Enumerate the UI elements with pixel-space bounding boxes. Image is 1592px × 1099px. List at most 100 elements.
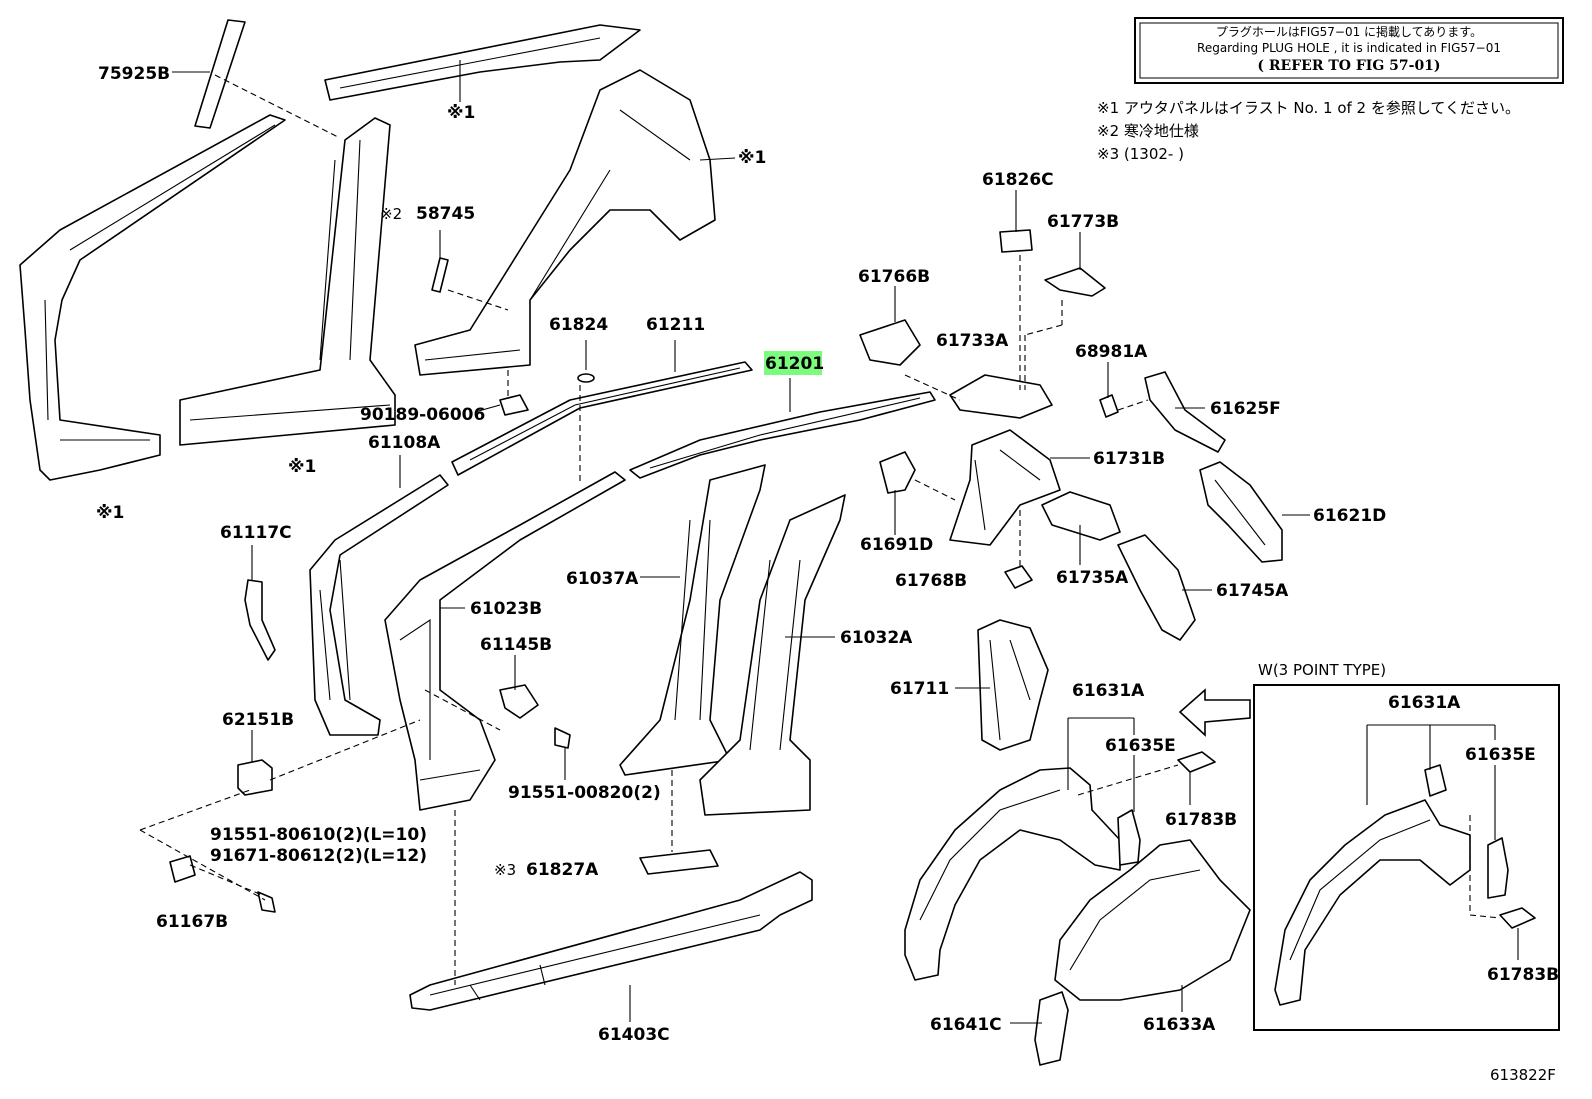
part-68981A-drawing[interactable] [1099,394,1119,418]
label-61733A[interactable]: 61733A [936,331,1009,351]
label-62151B[interactable]: 62151B [222,710,294,730]
part-61711-drawing[interactable] [977,619,1049,751]
label-58745-mark: ※2 [380,205,402,223]
part-61023B-drawing[interactable] [384,471,626,811]
label-61827A[interactable]: 61827A [526,860,599,880]
label-61635E[interactable]: 61635E [1105,736,1176,756]
part-61167B-drawing[interactable] [169,855,196,883]
label-61211[interactable]: 61211 [646,315,705,335]
label-61621D[interactable]: 61621D [1313,506,1386,526]
inset-61635E-drawing[interactable] [1487,837,1509,899]
bolt-91551-80610-drawing[interactable] [257,891,276,913]
inset-label-61783B[interactable]: 61783B [1487,965,1559,985]
part-61827A-drawing[interactable] [639,849,719,875]
part-58745-drawing[interactable] [431,257,449,293]
part-61201-drawing[interactable] [629,391,936,479]
label-61201[interactable]: 61201 [765,354,824,374]
part-labels: 75925B ※1 ※1 ※2 58745 61824 61211 61201 … [96,64,1559,1084]
part-61783B-drawing[interactable] [1177,751,1216,773]
part-75925B-drawing[interactable] [194,19,246,129]
part-61773B-drawing[interactable] [1044,267,1106,297]
part-61766B-drawing[interactable] [859,319,921,366]
label-61766B[interactable]: 61766B [858,267,930,287]
leader-lines [251,60,1519,1024]
notice-box: プラグホールはFIG57−01 に掲載してあります。 Regarding PLU… [1134,17,1564,84]
part-61037A-drawing[interactable] [619,464,766,776]
bolt-91551-00820-drawing[interactable] [554,727,571,749]
part-61032A-drawing[interactable] [699,494,846,816]
part-61735A-drawing[interactable] [1041,491,1121,541]
label-61691D[interactable]: 61691D [860,535,933,555]
part-61691D-drawing[interactable] [879,451,916,494]
label-91551-00820[interactable]: 91551-00820(2) [508,783,661,803]
label-61625F[interactable]: 61625F [1210,399,1281,419]
part-61145B-drawing[interactable] [499,684,539,719]
label-61773B[interactable]: 61773B [1047,212,1119,232]
label-61037A[interactable]: 61037A [566,569,639,589]
label-61403C[interactable]: 61403C [598,1025,670,1045]
label-90189-06006[interactable]: 90189-06006 [360,405,485,425]
inset-61783B-drawing[interactable] [1499,907,1536,929]
label-61641C[interactable]: 61641C [930,1015,1002,1035]
label-ref1-pillar: ※1 [288,457,316,477]
part-61635E-drawing[interactable] [1117,809,1141,866]
label-61783B[interactable]: 61783B [1165,810,1237,830]
part-61625F-drawing[interactable] [1144,371,1226,453]
label-68981A[interactable]: 68981A [1075,342,1148,362]
note-2: ※2 寒冷地仕様 [1097,122,1199,140]
note-1: ※1 アウタパネルはイラスト No. 1 of 2 を参照してください。 [1097,99,1520,117]
label-61032A[interactable]: 61032A [840,628,913,648]
label-61167B[interactable]: 61167B [156,912,228,932]
label-61117C[interactable]: 61117C [220,523,292,543]
notice-line-2: Regarding PLUG HOLE , it is indicated in… [1197,41,1501,55]
part-61633A-drawing[interactable] [1054,839,1251,1001]
label-61768B[interactable]: 61768B [895,571,967,591]
label-91551-80610[interactable]: 91551-80610(2)(L=10) [210,825,427,845]
label-91671-80612[interactable]: 91671-80612(2)(L=12) [210,846,427,866]
label-61735A[interactable]: 61735A [1056,568,1129,588]
part-61826C-drawing[interactable] [999,229,1033,253]
label-75925B[interactable]: 75925B [98,64,170,84]
inset-label-61631A[interactable]: 61631A [1388,693,1461,713]
label-61145B[interactable]: 61145B [480,635,552,655]
assembly-lines [139,74,1501,985]
inset-title: W(3 POINT TYPE) [1258,661,1386,679]
label-61745A[interactable]: 61745A [1216,581,1289,601]
part-61631A-drawing[interactable] [904,767,1121,981]
label-61633A[interactable]: 61633A [1143,1015,1216,1035]
part-62151B-drawing[interactable] [237,759,273,796]
label-61827A-mark: ※3 [494,861,516,879]
label-61711[interactable]: 61711 [890,679,949,699]
notice-line-1: プラグホールはFIG57−01 に掲載してあります。 [1216,24,1482,39]
inset-3-point-type [1253,684,1560,1031]
part-61108A-drawing[interactable] [309,474,449,736]
part-61768B-drawing[interactable] [1004,565,1033,589]
part-61641C-drawing[interactable] [1034,991,1069,1066]
part-61621D-drawing[interactable] [1199,461,1283,563]
part-61824-drawing[interactable] [577,373,595,383]
label-58745[interactable]: 58745 [416,204,475,224]
note-3: ※3 (1302- ) [1097,145,1184,163]
part-61731B-drawing[interactable] [949,429,1061,546]
center-pillar-outer-drawing [179,117,396,446]
label-61631A[interactable]: 61631A [1072,681,1145,701]
part-61117C-drawing[interactable] [244,579,276,661]
inset-label-61635E[interactable]: 61635E [1465,745,1536,765]
part-61403C-drawing[interactable] [409,871,813,1011]
label-61824[interactable]: 61824 [549,315,608,335]
part-61745A-drawing[interactable] [1117,534,1196,641]
roof-side-rail-drawing [324,24,641,101]
part-90189-drawing[interactable] [499,394,529,416]
part-61211-drawing[interactable] [451,361,753,476]
label-61023B[interactable]: 61023B [470,599,542,619]
label-ref1-quarter: ※1 [738,148,766,168]
quarter-panel-outer-drawing [414,69,716,376]
label-61108A[interactable]: 61108A [368,433,441,453]
label-61731B[interactable]: 61731B [1093,449,1165,469]
inset-bracket-drawing [1424,764,1447,797]
label-61826C[interactable]: 61826C [982,170,1054,190]
part-61733A-drawing[interactable] [949,374,1053,419]
inset-pointer-arrow [1178,688,1251,737]
